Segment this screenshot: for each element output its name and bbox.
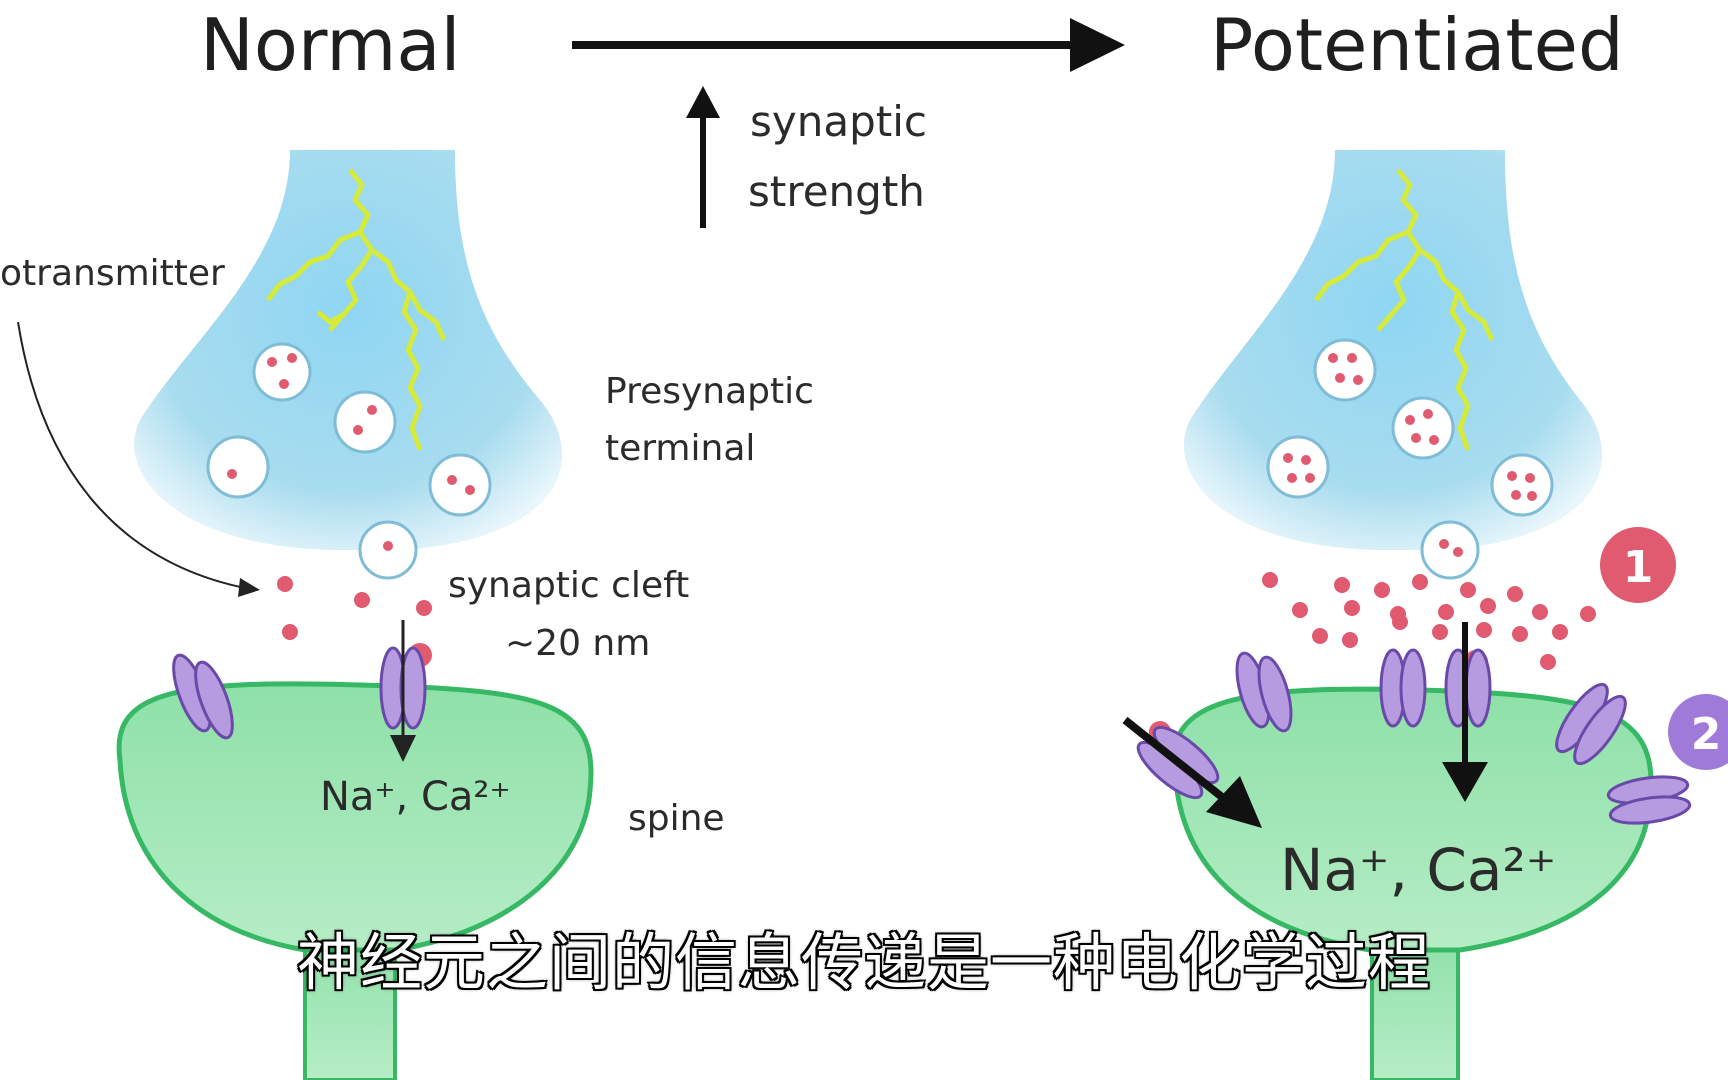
spine-label: spine — [628, 798, 725, 839]
presynaptic-terminal-left — [134, 150, 563, 550]
ions-left: Na⁺, Ca²⁺ — [320, 774, 511, 820]
presynaptic-label-line2: terminal — [605, 428, 755, 469]
receptor-left-2 — [379, 646, 427, 730]
receptor-right-6-mobile — [1606, 775, 1692, 825]
badge-one: 1 — [1600, 527, 1676, 603]
nerve-fiber-left — [266, 168, 447, 451]
transition-arrow — [572, 18, 1125, 72]
strength-label-line2: strength — [748, 167, 925, 216]
receptor-right-5 — [1555, 682, 1627, 766]
neurotransmitter-label: otransmitter — [0, 253, 225, 294]
vesicles-left — [206, 342, 492, 580]
receptor-right-1 — [1235, 651, 1293, 733]
badge-two: 2 — [1668, 694, 1728, 770]
presynaptic-label-line1: Presynaptic — [605, 371, 814, 412]
title-normal: Normal — [200, 3, 461, 87]
title-potentiated: Potentiated — [1210, 3, 1624, 87]
cleft-label-line1: synaptic cleft — [448, 565, 689, 606]
spine-left — [116, 681, 594, 953]
strength-label-line1: synaptic — [750, 97, 927, 146]
nerve-fiber-right — [1314, 168, 1495, 451]
neurotransmitter-pointer — [17, 321, 246, 589]
badge-two-label: 2 — [1691, 709, 1722, 760]
badge-one-label: 1 — [1623, 542, 1654, 593]
ion-flow-arrow-right-diagonal — [1122, 716, 1262, 828]
strength-up-arrow — [686, 86, 720, 228]
neurotransmitter-pointer-head — [238, 578, 260, 597]
ions-right: Na⁺, Ca²⁺ — [1280, 836, 1556, 904]
neurotransmitter-dots-right — [1149, 572, 1596, 743]
cleft-label-line2: ~20 nm — [505, 623, 650, 664]
subtitle-caption: 神经元之间的信息传递是一种电化学过程 — [295, 925, 1431, 1001]
receptor-left-1 — [172, 653, 234, 740]
vesicles-right — [1266, 338, 1554, 580]
receptor-right-2 — [1379, 648, 1427, 728]
ion-flow-arrow-left — [390, 620, 416, 762]
ion-flow-arrow-right-vertical — [1442, 622, 1488, 802]
